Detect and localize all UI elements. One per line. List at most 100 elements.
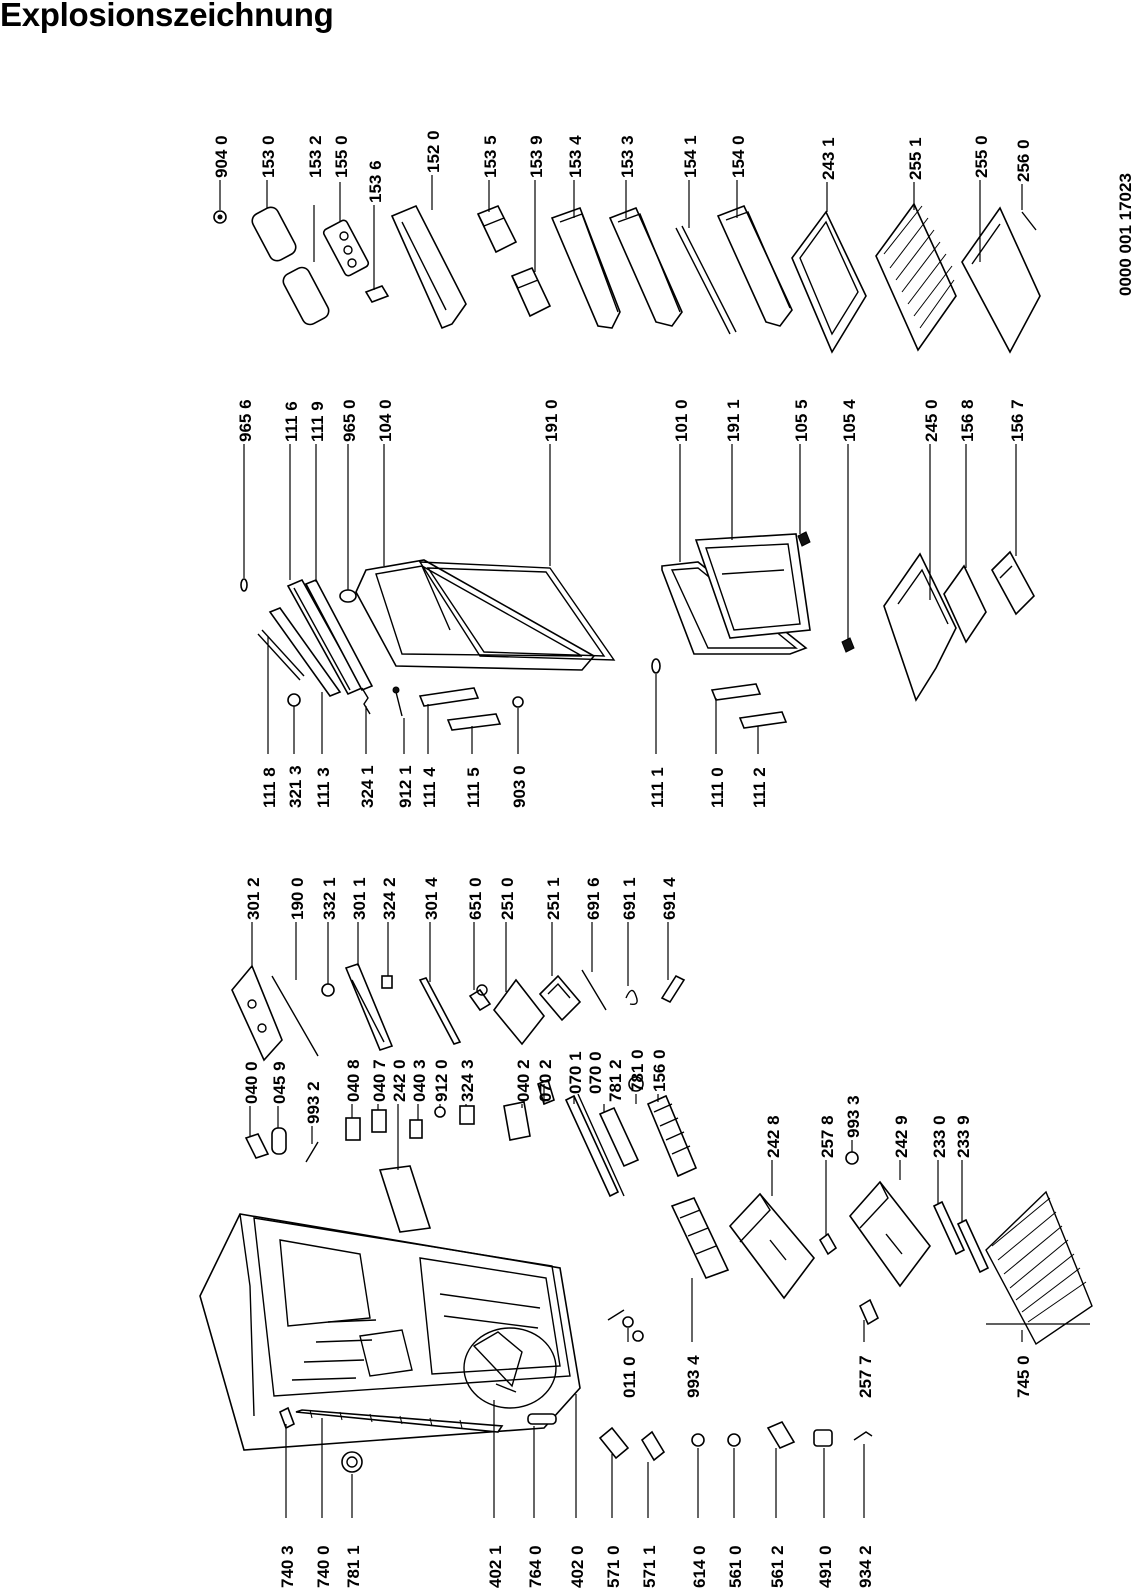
trim-256-0: [1021, 211, 1037, 231]
control-group: [231, 963, 686, 1062]
label-740-3: 740 3: [278, 1545, 297, 1588]
grommet-491-0: [813, 1429, 833, 1447]
shelf-frame-243-1: [791, 210, 867, 354]
gasket-191-0: [418, 561, 616, 661]
hinge-111-4: [418, 687, 480, 707]
cover-571-1: [640, 1430, 666, 1462]
label-321-3: 321 3: [286, 765, 305, 808]
label-156-8: 156 8: [958, 399, 977, 442]
label-153-3: 153 3: [618, 135, 637, 178]
label-152-0: 152 0: [424, 130, 443, 173]
label-242-8: 242 8: [764, 1115, 783, 1158]
label-691-6: 691 6: [584, 877, 603, 920]
label-301-1: 301 1: [350, 877, 369, 920]
bottle-shelf-153-9: [510, 266, 552, 318]
wire-shelf-255-1: [875, 202, 957, 352]
label-255-0: 255 0: [972, 135, 991, 178]
label-651-0: 651 0: [466, 877, 485, 920]
cover-111-5: [446, 713, 502, 731]
label-154-1: 154 1: [681, 135, 700, 178]
bush-045-9: [271, 1127, 287, 1155]
label-402-0: 402 0: [568, 1545, 587, 1588]
part-561-0: [727, 1433, 741, 1447]
label-781-0: 781 0: [628, 1049, 647, 1092]
label-111-0: 111 0: [708, 767, 727, 808]
label-101-0: 101 0: [672, 399, 691, 442]
label-301-4: 301 4: [422, 877, 441, 920]
label-191-1: 191 1: [724, 399, 743, 442]
label-251-0: 251 0: [498, 877, 517, 920]
label-912-0: 912 0: [432, 1059, 451, 1102]
label-691-1: 691 1: [620, 877, 639, 920]
clip-257-8: [818, 1232, 838, 1256]
part-040-8: [345, 1117, 361, 1141]
label-153-5: 153 5: [481, 135, 500, 178]
panel-301-2: [231, 964, 283, 1062]
box-156-7: [991, 550, 1035, 616]
label-191-0: 191 0: [542, 399, 561, 442]
hinge-040-0: [244, 1133, 270, 1159]
label-242-0: 242 0: [390, 1059, 409, 1102]
label-571-0: 571 0: [604, 1545, 623, 1588]
rail-740-0: [295, 1409, 504, 1433]
tray-156-8: [943, 564, 987, 644]
label-111-1: 111 1: [648, 767, 667, 808]
bracket-070-2: [537, 1078, 555, 1106]
label-324-1: 324 1: [358, 765, 377, 808]
label-904-0: 904 0: [212, 135, 231, 178]
door-rack-153-4: [550, 206, 621, 329]
label-257-8: 257 8: [818, 1115, 837, 1158]
label-324-3: 324 3: [458, 1059, 477, 1102]
pin-912-0: [434, 1106, 446, 1118]
rod-691-6: [581, 969, 607, 1011]
label-245-0: 245 0: [922, 399, 941, 442]
condenser-745-0: [985, 1190, 1093, 1346]
label-040-7: 040 7: [370, 1059, 389, 1102]
label-256-0: 256 0: [1014, 139, 1033, 182]
label-153-4: 153 4: [566, 135, 585, 178]
cabinet-body: [199, 1213, 581, 1451]
crisper-242-0: [378, 1165, 432, 1233]
rail-111-8: [257, 629, 305, 681]
label-111-2: 111 2: [750, 767, 769, 808]
clip-153-6: [364, 285, 390, 303]
screw-993-2: [305, 1141, 319, 1163]
cover-781-2: [598, 1106, 640, 1168]
label-903-0: 903 0: [510, 765, 529, 808]
screw-321-3: [287, 693, 301, 707]
label-233-9: 233 9: [954, 1115, 973, 1158]
label-040-0: 040 0: [242, 1061, 261, 1104]
part-040-7: [371, 1109, 387, 1133]
hinge-111-0: [710, 683, 762, 701]
rail-070-1: [564, 1094, 620, 1198]
label-255-1: 255 1: [906, 137, 925, 180]
clip-934-2: [853, 1431, 873, 1441]
bottle-shelf-153-5: [476, 204, 518, 254]
freezer-door-104-0: [355, 559, 596, 671]
hinge-040-2: [503, 1101, 531, 1141]
label-011-0: 011 0: [620, 1356, 639, 1398]
label-104-0: 104 0: [376, 399, 395, 442]
label-111-3: 111 3: [314, 767, 333, 808]
lid-904-0: [213, 210, 227, 224]
bar-111-3: [268, 607, 342, 697]
door-trim-111-9: [304, 578, 374, 692]
rail-233-9: [956, 1218, 990, 1274]
label-691-4: 691 4: [660, 877, 679, 920]
label-740-0: 740 0: [314, 1545, 333, 1588]
label-154-0: 154 0: [729, 135, 748, 178]
label-781-1: 781 1: [344, 1545, 363, 1588]
drawer-242-9: [848, 1180, 932, 1288]
hinge-105-5: [797, 531, 811, 547]
lamp-holder-251-1: [538, 974, 582, 1022]
label-155-0: 155 0: [332, 135, 351, 178]
rail-070-0: [577, 1093, 625, 1197]
glass-shelf-255-0: [961, 206, 1041, 354]
foot-965-0: [339, 589, 357, 603]
egg-tray-153-0: [251, 206, 297, 262]
label-324-2: 324 2: [380, 877, 399, 920]
drawing-reference-number: 0000 001 17023: [1116, 173, 1135, 296]
door-accessories-group: [213, 202, 1041, 354]
cabinet-group: [199, 1076, 1093, 1473]
housing-301-1: [344, 963, 394, 1051]
